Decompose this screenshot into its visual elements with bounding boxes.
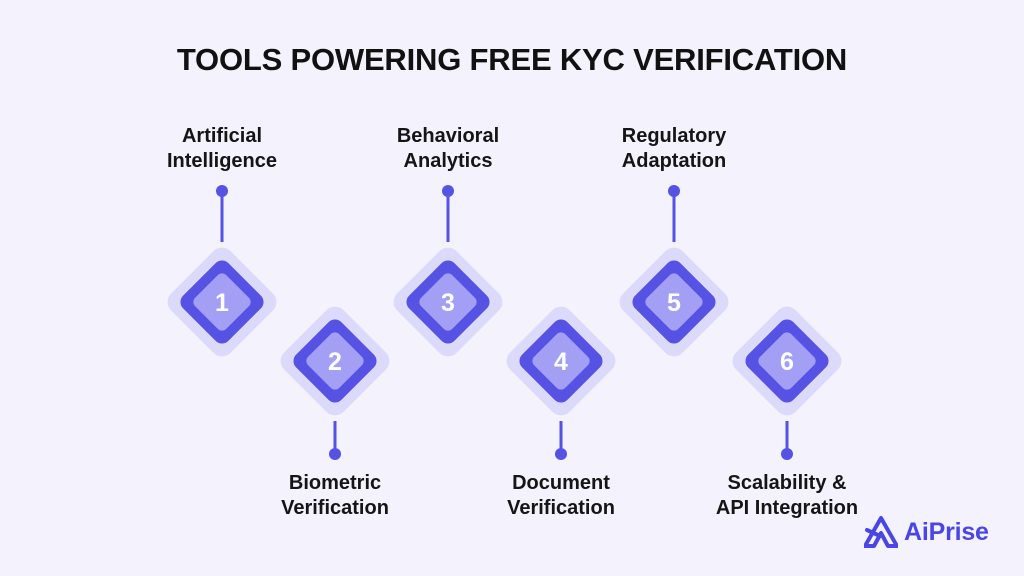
connector-dot <box>555 448 567 460</box>
step-label-line: Analytics <box>403 150 493 172</box>
step-label-line: Regulatory <box>621 125 727 147</box>
connector-dot <box>216 185 228 197</box>
step-number: 4 <box>554 348 568 376</box>
step-diamond-inner <box>532 332 590 390</box>
brand-logo: AiPrise <box>864 514 989 550</box>
connector-dot <box>781 448 793 460</box>
connector-dot <box>442 185 454 197</box>
step-1: 1 <box>167 185 277 357</box>
step-label-line: Biometric <box>288 472 382 494</box>
step-label-line: Behavioral <box>396 125 500 147</box>
step-diamond-inner <box>419 273 477 331</box>
step-number: 2 <box>328 348 342 376</box>
page-title: TOOLS POWERING FREE KYC VERIFICATION <box>176 42 848 77</box>
step-diamond-inner <box>306 332 364 390</box>
step-label-line: Intelligence <box>166 150 278 172</box>
step-number: 6 <box>780 348 794 376</box>
step-label-line: Verification <box>281 497 389 519</box>
connector-dot <box>668 185 680 197</box>
step-label-line: Artificial <box>181 125 263 147</box>
step-2: 2 <box>280 306 390 460</box>
step-label-line: Adaptation <box>621 150 727 172</box>
step-diamond-inner <box>645 273 703 331</box>
connector-dot <box>329 448 341 460</box>
aiprise-logo-icon <box>864 516 898 548</box>
step-4: 4 <box>506 306 616 460</box>
step-label-line: Verification <box>507 497 615 519</box>
step-number: 1 <box>215 289 229 317</box>
step-number: 5 <box>667 289 681 317</box>
brand-name: AiPrise <box>904 517 989 546</box>
step-label-line: Scalability & <box>727 472 847 494</box>
step-number: 3 <box>441 289 455 317</box>
step-diamond-inner <box>193 273 251 331</box>
step-label-line: API Integration <box>715 497 859 519</box>
step-3: 3 <box>393 185 503 357</box>
step-6: 6 <box>732 306 842 460</box>
step-label-line: Document <box>512 472 610 494</box>
step-diamond-inner <box>758 332 816 390</box>
step-5: 5 <box>619 185 729 357</box>
step-label: Scalability & API Integration <box>667 471 907 521</box>
